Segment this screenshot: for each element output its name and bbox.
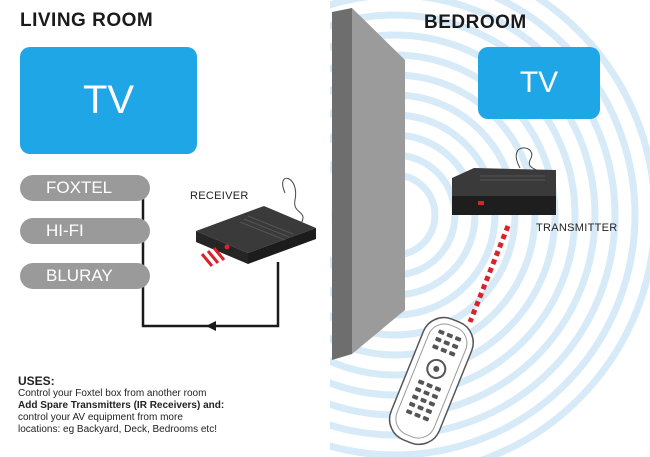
living-room-tv: TV [20,47,197,154]
uses-title: USES: [18,374,55,388]
device-hifi-label: HI-FI [46,221,84,240]
bedroom-tv-label: TV [519,66,559,99]
wire-arrow [206,321,216,331]
bedroom-tv: TV [478,47,600,119]
living-room-tv-label: TV [82,78,135,122]
device-foxtel-label: FOXTEL [46,178,113,197]
remote-control [388,316,474,446]
transmitter-device [452,147,556,215]
transmitter-label: TRANSMITTER [536,222,618,234]
uses-line-1: Control your Foxtel box from another roo… [18,388,207,399]
device-bluray-label: BLURAY [46,266,113,285]
device-hifi: HI-FI [20,218,150,244]
uses-section: USES: Control your Foxtel box from anoth… [18,374,298,436]
device-bluray: BLURAY [20,263,150,289]
receiver-label: RECEIVER [190,190,249,202]
uses-line-4: locations: eg Backyard, Deck, Bedrooms e… [18,424,217,435]
wall [332,8,405,360]
receiver-device [196,177,316,264]
uses-line-2: Add Spare Transmitters (IR Receivers) an… [18,400,225,411]
bedroom-title: BEDROOM [424,12,527,33]
receiver-ir-beam [200,247,226,267]
device-foxtel: FOXTEL [20,175,150,201]
uses-line-3: control your AV equipment from more [18,412,183,423]
living-room-title: LIVING ROOM [20,10,154,31]
